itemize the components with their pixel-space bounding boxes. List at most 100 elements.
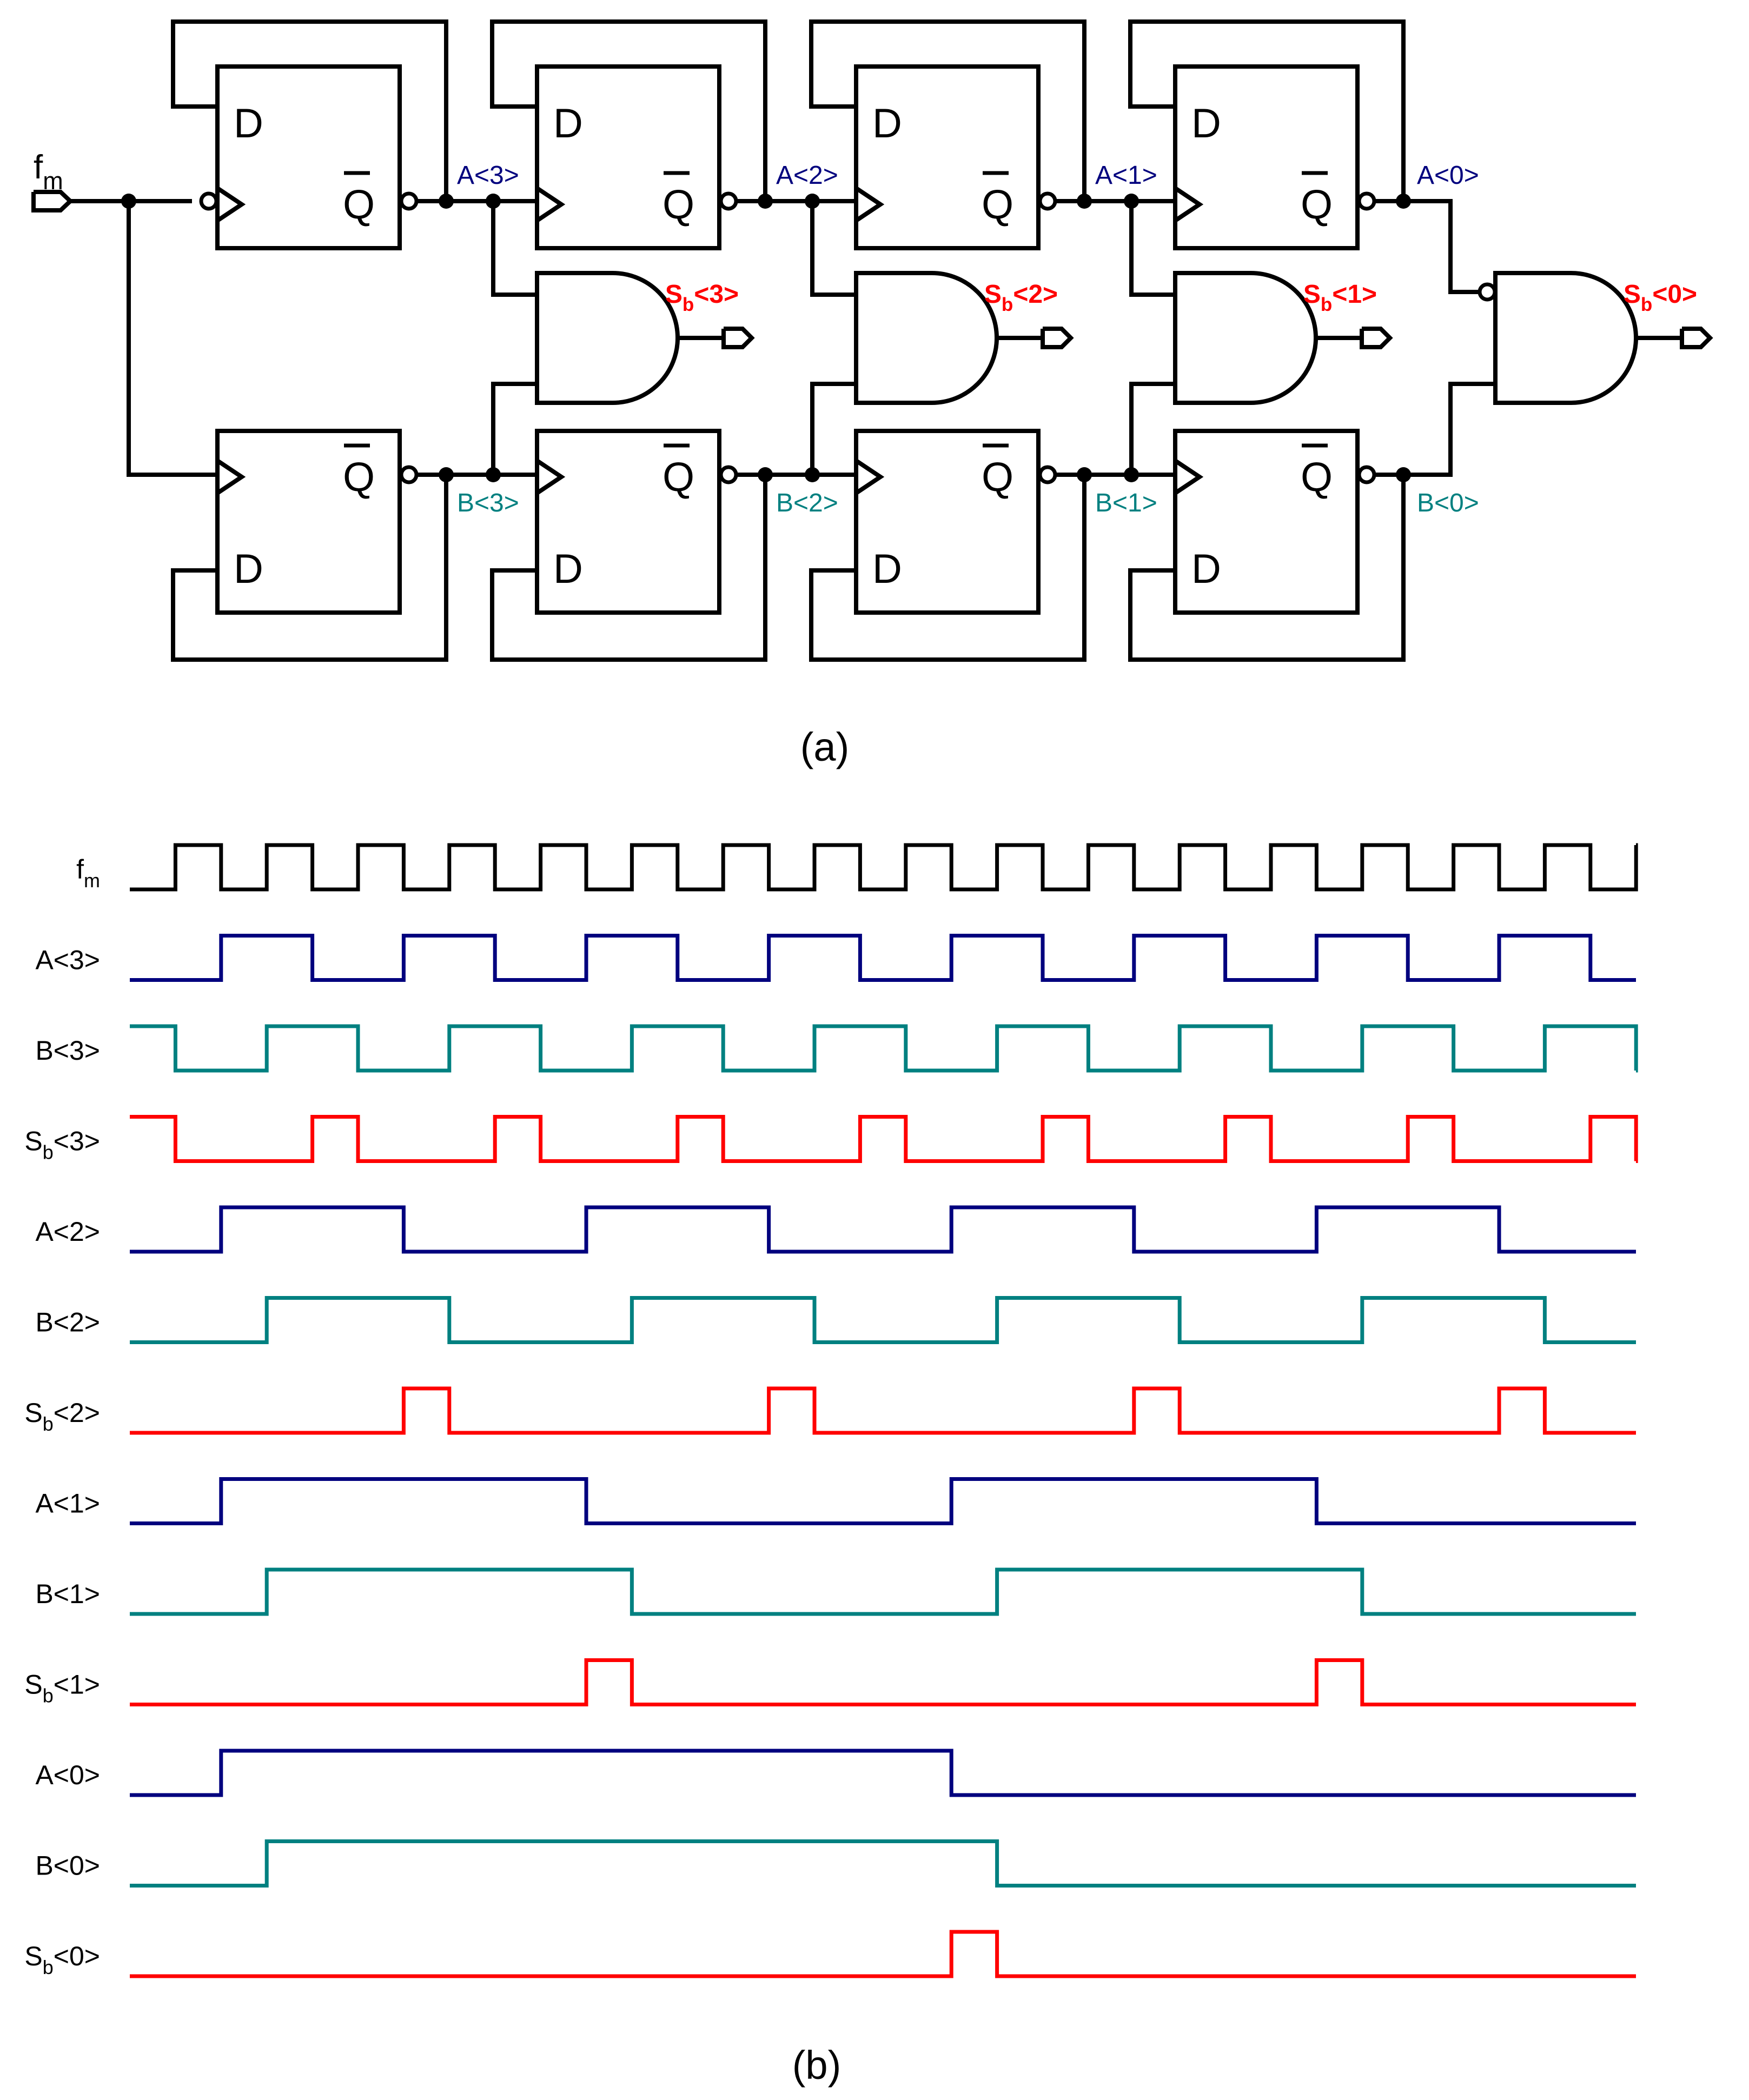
node-label-b3: B<3> xyxy=(457,489,519,517)
q-bar-output-label: Q xyxy=(982,454,1013,500)
q-bar-output-label: Q xyxy=(662,454,694,500)
waveform-row: Sb<2> xyxy=(24,1386,1636,1435)
node-dot-b xyxy=(1396,467,1411,482)
and-gate-2: Sb<2> xyxy=(854,271,1074,405)
gate-input-a0-wire xyxy=(1447,199,1479,294)
gate-tap-dot xyxy=(486,194,501,209)
inverting-bubble xyxy=(1038,191,1057,211)
waveform-row: A<3> xyxy=(35,934,1636,982)
waveform-trace xyxy=(130,1024,1638,1073)
waveform-row: A<2> xyxy=(35,1205,1636,1254)
signal-label: A<1> xyxy=(35,1488,100,1519)
d-input-label: D xyxy=(553,101,583,147)
flip-flop-body xyxy=(854,64,1041,250)
node-dot-a xyxy=(439,194,454,209)
signal-label: fm xyxy=(76,854,100,892)
feedback-wire-bottom xyxy=(1128,475,1406,662)
feedback-wire-top xyxy=(1128,19,1406,201)
output-label-sb2: Sb<2> xyxy=(984,280,1058,315)
q-bar-output-label: Q xyxy=(982,182,1013,228)
signal-label: B<3> xyxy=(35,1035,100,1066)
d-input-label: D xyxy=(234,101,263,147)
waveform-row: Sb<3> xyxy=(24,1115,1638,1164)
input-port-icon xyxy=(31,190,74,212)
d-flip-flop-a-2: DQ xyxy=(854,64,1041,250)
waveform-trace xyxy=(130,1477,1636,1525)
node-label-a0: A<0> xyxy=(1417,161,1479,190)
q-bar-output-label: Q xyxy=(1301,454,1333,500)
d-flip-flop-b-3: DQ xyxy=(1173,429,1360,615)
signal-label: Sb<1> xyxy=(24,1670,100,1707)
node-dot-b xyxy=(758,467,773,482)
waveform-trace xyxy=(130,934,1636,982)
schematic-panel: fmDQDQA<3>B<3>DQDQA<2>B<2>DQDQA<1>B<1>DQ… xyxy=(31,19,1713,662)
gate-tap-dot xyxy=(1124,467,1139,482)
gate-input-b-wire xyxy=(1129,382,1175,475)
signal-label: A<3> xyxy=(35,945,100,975)
q-bar-output-label: Q xyxy=(343,182,375,228)
clock-triangle-icon xyxy=(854,458,885,495)
clock-triangle-icon xyxy=(535,186,566,223)
caption-b: (b) xyxy=(792,2043,841,2088)
waveform-trace xyxy=(130,1115,1638,1163)
feedback-wire-bottom xyxy=(490,475,767,662)
signal-label: A<2> xyxy=(35,1217,100,1247)
d-input-label: D xyxy=(553,546,583,592)
inverting-bubble xyxy=(1357,465,1376,484)
node-label-a1: A<1> xyxy=(1095,161,1157,190)
q-bar-output-label: Q xyxy=(1301,182,1333,228)
feedback-wire-top xyxy=(809,19,1086,201)
inverting-bubble xyxy=(1357,191,1376,211)
and-gate-1: Sb<1> xyxy=(1173,271,1393,405)
clock-inverting-bubble xyxy=(199,191,218,211)
clock-triangle-icon xyxy=(1174,458,1204,495)
output-port-icon xyxy=(721,327,755,349)
and-gate-body xyxy=(1173,271,1318,405)
and-gate-body xyxy=(1493,271,1638,405)
gate-inverting-bubble xyxy=(1478,282,1497,302)
waveform-row: B<2> xyxy=(35,1296,1636,1344)
d-input-label: D xyxy=(1191,101,1221,147)
d-flip-flop-a-3: DQ xyxy=(1173,64,1360,250)
output-port-icon xyxy=(1041,327,1074,349)
gate-input-b0-wire xyxy=(1447,382,1495,477)
inverting-bubble xyxy=(399,191,419,211)
d-flip-flop-b-1: DQ xyxy=(535,429,721,615)
gate-input-a-wire xyxy=(810,201,856,297)
node-label-b0: B<0> xyxy=(1417,489,1479,517)
signal-label: B<2> xyxy=(35,1307,100,1338)
inverting-bubble xyxy=(719,191,738,211)
waveform-trace xyxy=(130,1749,1636,1797)
and-gate-0: Sb<0> xyxy=(1493,271,1713,405)
timing-diagram-panel: fmA<3> B<3> Sb<3> A<2> B<2> Sb<2> A<1> B<1> Sb<1… xyxy=(24,843,1638,1978)
and-gate-body xyxy=(535,271,680,405)
feedback-wire-top xyxy=(171,19,448,201)
signal-label: Sb<3> xyxy=(24,1126,100,1164)
inverting-bubble xyxy=(719,465,738,484)
signal-label: B<1> xyxy=(35,1579,100,1609)
output-label-sb0: Sb<0> xyxy=(1624,280,1697,315)
node-label-a2: A<2> xyxy=(776,161,838,190)
feedback-wire-bottom xyxy=(171,475,448,662)
clock-triangle-icon xyxy=(854,186,885,223)
flip-flop-body xyxy=(535,429,721,615)
output-port-icon xyxy=(1360,327,1393,349)
waveform-row: Sb<0> xyxy=(24,1930,1636,1978)
node-dot-b xyxy=(439,467,454,482)
node-label-b1: B<1> xyxy=(1095,489,1157,517)
waveform-row: B<1> xyxy=(35,1567,1636,1616)
waveform-trace xyxy=(130,1567,1636,1616)
signal-label: Sb<2> xyxy=(24,1398,100,1435)
node-label-a3: A<3> xyxy=(457,161,519,190)
and-gate-3: Sb<3> xyxy=(535,271,755,405)
gate-input-a-wire xyxy=(1129,201,1175,297)
node-dot-a xyxy=(1077,194,1092,209)
flip-flop-body xyxy=(854,429,1041,615)
node-label-b2: B<2> xyxy=(776,489,838,517)
gate-input-b-wire xyxy=(491,382,537,475)
output-label-sb1: Sb<1> xyxy=(1303,280,1377,315)
gate-tap-dot xyxy=(486,467,501,482)
waveform-trace xyxy=(130,843,1638,892)
clock-triangle-icon xyxy=(216,458,246,495)
waveform-trace xyxy=(130,1386,1636,1435)
